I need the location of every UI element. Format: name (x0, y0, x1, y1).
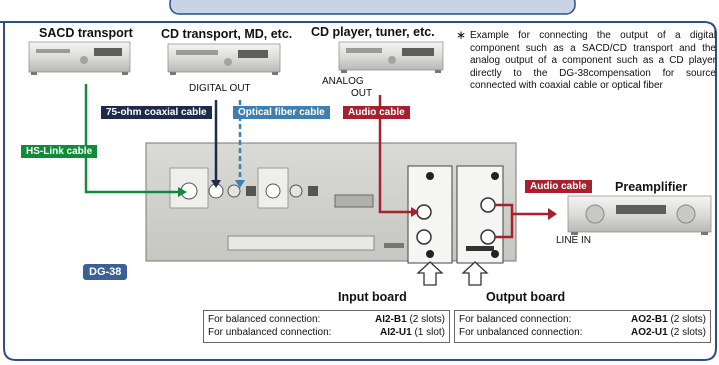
audio-cable-in-arrow (411, 207, 419, 217)
sacd-transport-device (28, 41, 131, 75)
optical-cable-tag: Optical fiber cable (233, 106, 330, 119)
line-in-label: LINE IN (556, 235, 592, 246)
output-board-arrow (461, 261, 489, 286)
input-balanced-value: AI2-B1 (2 slots) (375, 314, 445, 327)
input-balanced-model: AI2-B1 (374, 314, 407, 325)
output-unbalanced-row: For unbalanced connection: AO2-U1 (2 slo… (459, 327, 706, 340)
outer-frame (0, 21, 717, 361)
preamplifier-device (567, 195, 712, 235)
output-unbalanced-value: AO2-U1 (2 slots) (631, 327, 706, 340)
output-unbalanced-label: For unbalanced connection: (459, 326, 583, 338)
output-balanced-model: AO2-B1 (630, 314, 668, 325)
output-balanced-row: For balanced connection: AO2-B1 (2 slots… (459, 314, 706, 327)
audio-cable-tag-top: Audio cable (343, 106, 410, 119)
sacd-transport-title: SACD transport (39, 26, 133, 40)
output-unbalanced-slots: (2 slots) (670, 326, 706, 338)
preamplifier-title: Preamplifier (615, 180, 688, 194)
input-board-title: Input board (338, 290, 407, 304)
connection-note: ∗ Example for connecting the output of a… (456, 28, 716, 93)
input-balanced-label: For balanced connection: (208, 314, 321, 325)
input-unbalanced-slots: (1 slot) (414, 326, 445, 338)
input-unbalanced-model: AI2-U1 (379, 326, 412, 338)
title-bar (169, 0, 576, 15)
dg38-rear-panel (145, 142, 517, 264)
dg38-unit-label: DG-38 (83, 264, 128, 280)
audio-cable-tag-right: Audio cable (525, 180, 592, 193)
analog-out-label-2: OUT (351, 88, 373, 99)
digital-out-label: DIGITAL OUT (189, 83, 251, 94)
optical-cable-arrow (235, 180, 245, 188)
coax-cable-arrow (211, 180, 221, 188)
output-balanced-label: For balanced connection: (459, 314, 572, 325)
cd-transport-device (167, 43, 281, 75)
input-board-arrow (416, 261, 444, 286)
input-unbalanced-label: For unbalanced connection: (208, 326, 332, 338)
note-asterisk: ∗ (456, 28, 467, 42)
input-unbalanced-row: For unbalanced connection: AI2-U1 (1 slo… (208, 327, 445, 340)
hslink-cable-line (84, 84, 180, 194)
output-board-title: Output board (486, 290, 566, 304)
coax-cable-tag: 75-ohm coaxial cable (101, 106, 212, 119)
input-unbalanced-value: AI2-U1 (1 slot) (380, 327, 445, 340)
input-balanced-row: For balanced connection: AI2-B1 (2 slots… (208, 314, 445, 327)
cd-player-device (338, 41, 444, 73)
cd-transport-title: CD transport, MD, etc. (161, 27, 293, 41)
hslink-cable-arrow (178, 187, 187, 197)
input-balanced-slots: (2 slots) (409, 314, 445, 325)
output-unbalanced-model: AO2-U1 (630, 326, 668, 338)
audio-cable-in-line (378, 95, 415, 214)
hslink-cable-tag: HS-Link cable (21, 145, 98, 158)
input-board-spec-box: For balanced connection: AI2-B1 (2 slots… (203, 310, 450, 343)
analog-out-label-1: ANALOG (322, 76, 364, 87)
cd-player-title: CD player, tuner, etc. (311, 25, 435, 39)
output-board-spec-box: For balanced connection: AO2-B1 (2 slots… (454, 310, 711, 343)
output-balanced-value: AO2-B1 (2 slots) (631, 314, 706, 327)
note-text: Example for connecting the output of a d… (470, 30, 716, 92)
audio-cable-out-line (495, 203, 548, 239)
output-balanced-slots: (2 slots) (670, 314, 706, 325)
audio-cable-out-arrow (548, 208, 557, 220)
